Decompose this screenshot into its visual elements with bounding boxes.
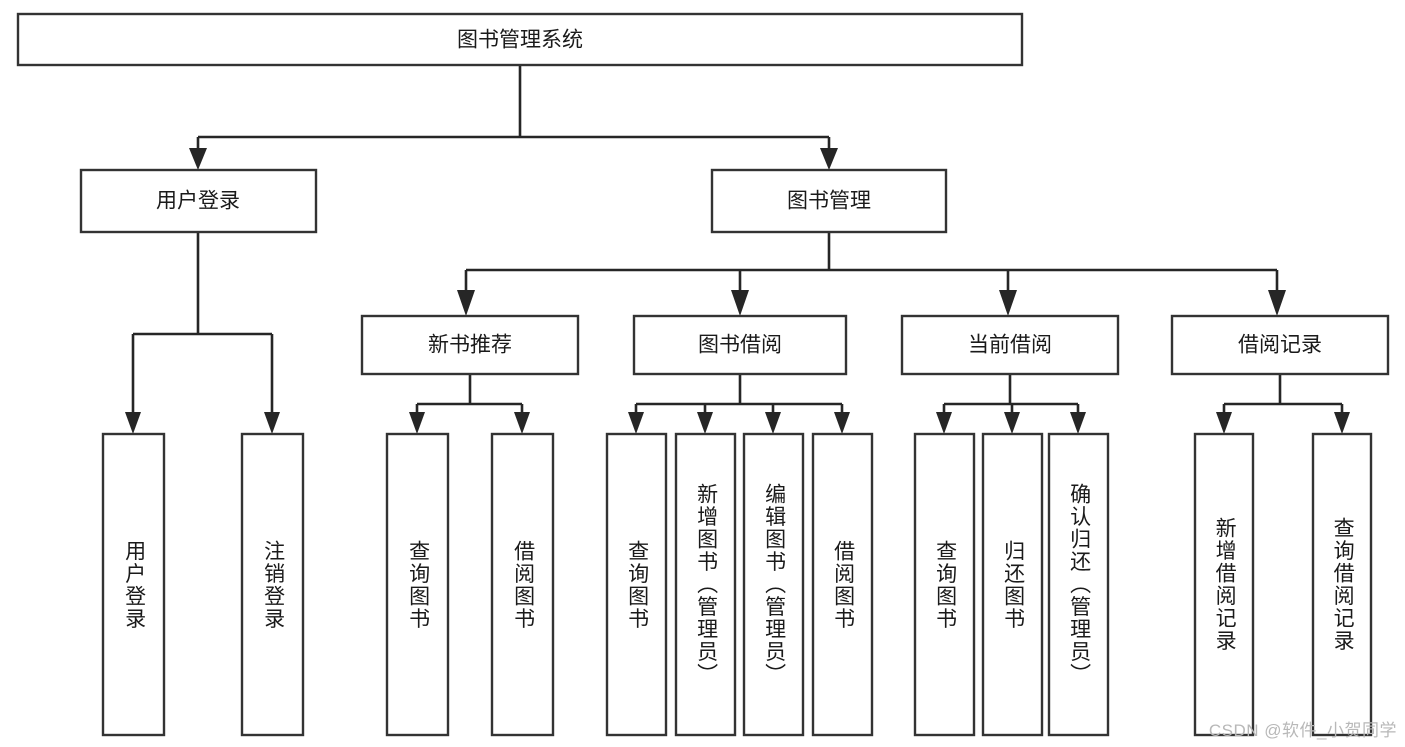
arrow-head-leaf-query-record [1334, 412, 1350, 434]
arrow-head-leaf-confirm-return [1070, 412, 1086, 434]
connector-group-book-borrow [628, 374, 850, 434]
arrow-head-leaf-query-book-1 [409, 412, 425, 434]
node-label-root: 图书管理系统 [457, 29, 583, 52]
node-box-leaf-query-book-1[interactable] [385, 432, 450, 737]
arrow-head-leaf-user-login [125, 412, 141, 434]
node-label-book-manage: 图书管理 [787, 190, 871, 213]
connector-group-root [189, 65, 838, 170]
node-box-root[interactable] [16, 12, 1024, 67]
node-label-book-borrow: 图书借阅 [698, 334, 782, 357]
node-box-leaf-add-book[interactable] [674, 432, 737, 737]
arrow-head-leaf-add-book [697, 412, 713, 434]
arrow-head-leaf-borrow-book-2 [834, 412, 850, 434]
node-box-leaf-borrow-book-2[interactable] [811, 432, 874, 737]
node-box-leaf-add-record[interactable] [1193, 432, 1255, 737]
arrow-head-book-borrow [731, 290, 749, 316]
node-box-user-login[interactable] [79, 168, 318, 234]
node-box-book-manage[interactable] [710, 168, 948, 234]
connector-group-new-book-recommend [409, 374, 530, 434]
node-box-leaf-edit-book[interactable] [742, 432, 805, 737]
node-box-leaf-return-book[interactable] [981, 432, 1044, 737]
arrow-head-leaf-edit-book [765, 412, 781, 434]
node-box-leaf-query-record[interactable] [1311, 432, 1373, 737]
node-box-leaf-user-login[interactable] [101, 432, 166, 737]
connector-group-borrow-record [1216, 374, 1350, 434]
node-label-user-login: 用户登录 [156, 190, 240, 213]
arrow-head-leaf-query-book-2 [628, 412, 644, 434]
node-box-leaf-borrow-book-1[interactable] [490, 432, 555, 737]
connector-group-bookmanage [457, 232, 1286, 316]
node-box-leaf-logout-login[interactable] [240, 432, 305, 737]
arrow-head-leaf-query-book-3 [936, 412, 952, 434]
arrow-head-leaf-return-book [1004, 412, 1020, 434]
node-box-leaf-query-book-3[interactable] [913, 432, 976, 737]
node-box-leaf-query-book-2[interactable] [605, 432, 668, 737]
node-box-borrow-record[interactable] [1170, 314, 1390, 376]
arrow-head-borrow-record [1268, 290, 1286, 316]
arrow-head-leaf-add-record [1216, 412, 1232, 434]
node-label-new-book-recommend: 新书推荐 [428, 334, 512, 357]
node-box-leaf-confirm-return[interactable] [1047, 432, 1110, 737]
arrow-head-bookmanage [820, 148, 838, 170]
node-label-current-borrow: 当前借阅 [968, 334, 1052, 357]
node-label-borrow-record: 借阅记录 [1238, 334, 1322, 357]
arrow-head-current-borrow [999, 290, 1017, 316]
node-box-new-book-recommend[interactable] [360, 314, 580, 376]
arrow-head-leaf-logout-login [264, 412, 280, 434]
connector-group-userlogin [125, 232, 280, 434]
node-box-book-borrow[interactable] [632, 314, 848, 376]
node-box-current-borrow[interactable] [900, 314, 1120, 376]
connector-group-current-borrow [936, 374, 1086, 434]
arrow-head-leaf-borrow-book-1 [514, 412, 530, 434]
arrow-head-userlogin [189, 148, 207, 170]
watermark-text: CSDN @软件_小贺同学 [1208, 721, 1397, 740]
arrow-head-new-book-recommend [457, 290, 475, 316]
